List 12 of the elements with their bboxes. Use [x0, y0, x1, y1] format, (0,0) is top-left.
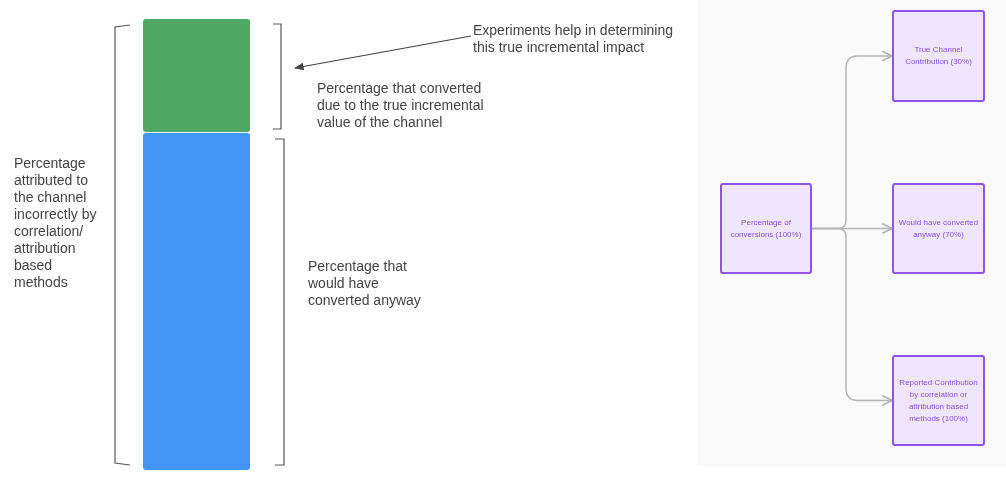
arrow [294, 35, 472, 71]
bracket-label: Percentage that would have converted anyway [308, 258, 422, 309]
lower-bar-segment [143, 133, 250, 470]
bracket-label: Percentage that converted due to the true incremental value of the channel [317, 80, 485, 131]
annotation-text: Experiments help in determining this true incremental impact [473, 22, 691, 56]
upper-bar-segment [143, 19, 250, 132]
process-box: Would have converted anyway (70%) [892, 183, 985, 274]
process-box: Reported Contribution by correlation or attribution based methods (100%) [892, 355, 985, 446]
bracket-label: Percentage attributed to the channel incorrectly by correlation/ attribution based methods [14, 155, 98, 291]
process-box: True Channel Contribution (30%) [892, 10, 985, 102]
arrow [811, 227, 893, 407]
process-box: Percentage of conversions (100%) [720, 183, 812, 274]
